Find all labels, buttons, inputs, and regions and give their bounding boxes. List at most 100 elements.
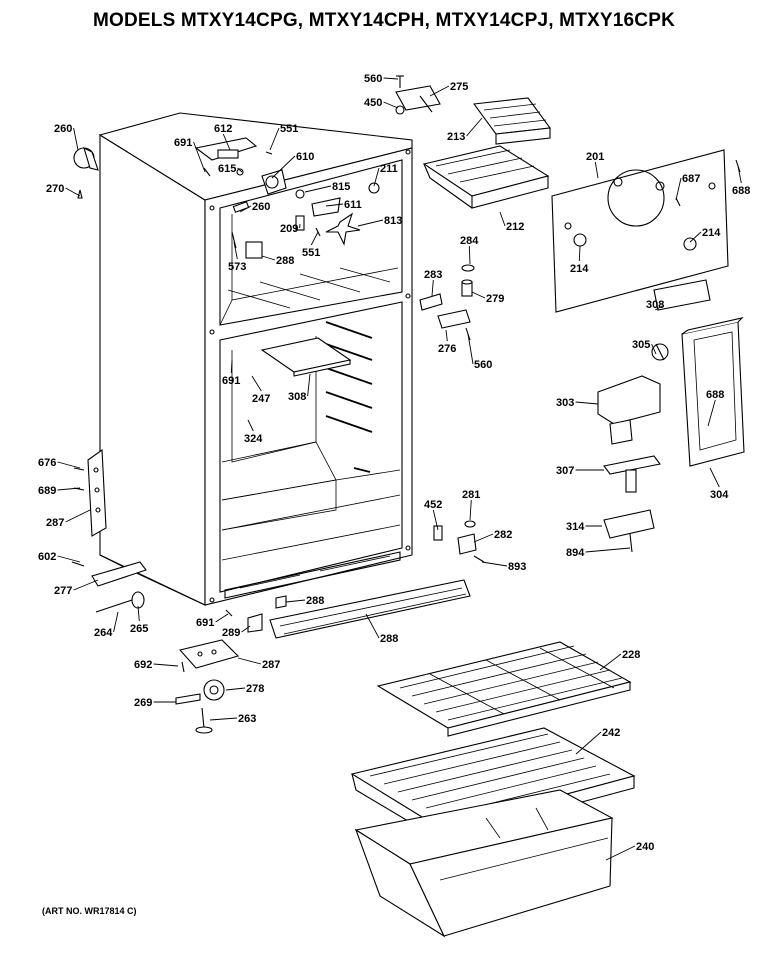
leader-line xyxy=(310,231,319,246)
callout-242: 242 xyxy=(575,727,620,755)
part-number-label: 324 xyxy=(244,433,263,445)
leader-line xyxy=(73,579,99,591)
leader-line xyxy=(193,141,206,173)
part-number-label: 279 xyxy=(486,293,504,305)
part-number-label: 314 xyxy=(566,521,585,533)
leader-line xyxy=(225,687,246,691)
callout-611: 611 xyxy=(325,199,362,211)
callout-278: 278 xyxy=(225,683,264,695)
part-number-label: 209 xyxy=(280,223,298,235)
leader-line xyxy=(578,245,581,262)
part-number-label: 691 xyxy=(174,137,192,149)
leader-line xyxy=(471,291,486,299)
callout-689: 689 xyxy=(38,485,81,497)
callout-240: 240 xyxy=(605,841,654,861)
leader-line xyxy=(357,219,384,227)
callout-305: 305 xyxy=(632,339,657,355)
leader-line xyxy=(365,613,380,639)
callout-692: 692 xyxy=(134,659,179,671)
callout-303: 303 xyxy=(556,397,599,409)
dispenser-parts xyxy=(597,317,745,553)
callout-288c: 288 xyxy=(365,613,398,645)
part-number-label: 278 xyxy=(246,683,264,695)
callout-815: 815 xyxy=(304,181,350,193)
leader-line xyxy=(137,605,140,622)
leader-line xyxy=(222,133,231,151)
part-number-label: 303 xyxy=(556,397,574,409)
part-number-label: 240 xyxy=(636,841,654,853)
part-number-label: 265 xyxy=(130,623,148,635)
callout-813: 813 xyxy=(357,215,402,227)
rear-access-panel xyxy=(551,149,741,313)
part-number-label: 281 xyxy=(462,489,480,501)
callout-214b: 214 xyxy=(570,245,589,275)
part-number-label: 247 xyxy=(252,393,270,405)
callout-314: 314 xyxy=(566,521,602,533)
callout-228: 228 xyxy=(599,649,640,671)
leader-line xyxy=(651,343,657,355)
part-number-label: 282 xyxy=(494,529,512,541)
part-number-label: 228 xyxy=(622,649,640,661)
callout-615: 615 xyxy=(218,163,243,175)
leader-line xyxy=(575,401,599,405)
callout-304: 304 xyxy=(709,467,729,501)
damper-control-parts xyxy=(395,75,552,209)
leader-line xyxy=(468,245,471,265)
part-number-label: 305 xyxy=(632,339,650,351)
part-number-label: 288 xyxy=(306,595,324,607)
callout-213: 213 xyxy=(447,117,483,143)
callout-289: 289 xyxy=(222,625,251,639)
leader-line xyxy=(469,499,472,521)
part-number-label: 602 xyxy=(38,551,56,563)
leader-line xyxy=(431,279,434,297)
leader-line xyxy=(113,611,119,633)
leader-line xyxy=(445,329,448,342)
leader-line xyxy=(466,117,483,137)
callout-263: 263 xyxy=(209,713,256,725)
leader-line xyxy=(709,467,720,488)
callout-269: 269 xyxy=(134,697,176,709)
part-number-label: 676 xyxy=(38,457,56,469)
part-number-label: 283 xyxy=(424,269,442,281)
part-number-label: 242 xyxy=(602,727,620,739)
leader-line xyxy=(481,561,508,567)
callout-281: 281 xyxy=(462,489,480,521)
part-number-label: 213 xyxy=(447,131,465,143)
callout-282: 282 xyxy=(473,529,512,543)
callout-276: 276 xyxy=(438,329,456,355)
callout-612: 612 xyxy=(214,123,232,151)
callout-270: 270 xyxy=(46,183,81,197)
part-number-label: 692 xyxy=(134,659,152,671)
callout-265: 265 xyxy=(130,605,148,635)
callout-676: 676 xyxy=(38,457,81,469)
part-number-label: 270 xyxy=(46,183,64,195)
leader-line xyxy=(594,161,599,179)
part-number-label: 264 xyxy=(94,627,113,639)
callout-560a: 560 xyxy=(364,73,399,85)
callout-201: 201 xyxy=(586,151,604,179)
refrigerator-cabinet xyxy=(98,112,413,606)
leader-line xyxy=(57,461,81,469)
leader-line xyxy=(304,185,332,193)
part-number-label: 813 xyxy=(384,215,402,227)
leader-line xyxy=(675,177,682,201)
callout-277: 277 xyxy=(54,579,99,597)
callout-551b: 551 xyxy=(302,231,320,259)
part-number-label: 450 xyxy=(364,97,382,109)
callout-687: 687 xyxy=(675,173,700,201)
part-number-label: 894 xyxy=(566,547,585,559)
part-number-label: 689 xyxy=(38,485,56,497)
part-number-label: 304 xyxy=(710,489,729,501)
freezer-components xyxy=(194,137,380,259)
leader-line xyxy=(383,77,399,80)
callout-893: 893 xyxy=(481,561,526,573)
art-number: (ART NO. WR17814 C) xyxy=(42,906,137,916)
thermostat-parts xyxy=(419,264,475,341)
leader-line xyxy=(473,533,494,543)
leader-line xyxy=(285,599,306,603)
part-number-label: 275 xyxy=(450,81,468,93)
part-number-label: 551 xyxy=(302,247,320,259)
part-number-label: 307 xyxy=(556,465,574,477)
callout-560b: 560 xyxy=(467,333,492,371)
part-number-label: 214 xyxy=(570,263,589,275)
